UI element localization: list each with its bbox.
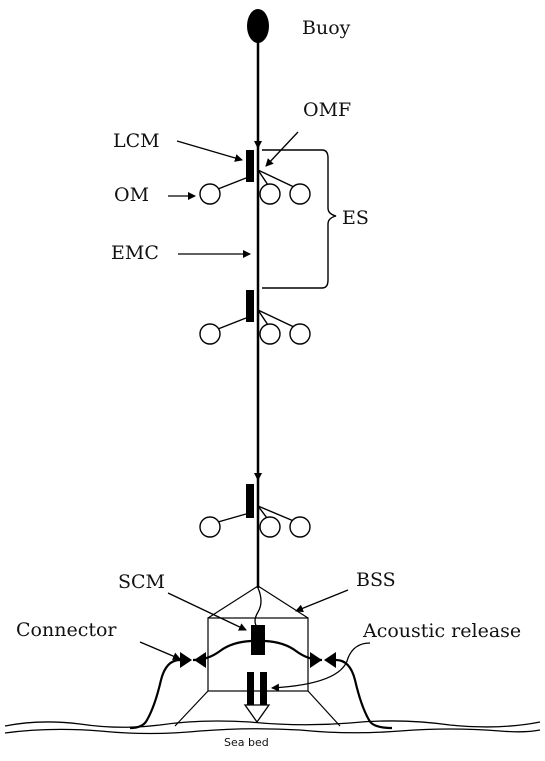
sea-bed-line — [4, 728, 541, 735]
omf-pointer — [265, 131, 299, 167]
scm-module — [251, 625, 265, 655]
optical-module — [199, 183, 221, 205]
acoustic-release-unit — [243, 672, 271, 724]
acoustic-release-label: Acoustic release — [363, 620, 522, 642]
es-bracket — [262, 149, 337, 289]
emc-label: EMC — [111, 242, 159, 264]
electronic-storey-1 — [199, 150, 311, 205]
bss-pointer — [295, 589, 349, 613]
lcm-label: LCM — [113, 130, 160, 152]
optical-module — [199, 323, 221, 345]
lcm-module — [246, 290, 254, 322]
lcm-module — [246, 484, 254, 518]
lcm-module — [246, 150, 254, 182]
lcm-pointer — [176, 140, 243, 162]
scm-label: SCM — [118, 571, 166, 593]
connector-label: Connector — [16, 619, 117, 641]
scm-pointer — [167, 592, 247, 631]
bss-label: BSS — [356, 569, 396, 591]
connector-pointer — [139, 641, 181, 660]
sea-bed-label: Sea bed — [224, 736, 269, 749]
right-connector — [310, 652, 336, 668]
bottom-string-socket — [174, 585, 341, 727]
electronic-storey-2 — [199, 290, 311, 345]
es-label: ES — [342, 207, 369, 229]
optical-module — [259, 183, 281, 205]
optical-module — [259, 516, 281, 538]
electronic-storey-3 — [199, 484, 311, 538]
acoustic-release-pointer — [271, 642, 371, 692]
buoy-shape — [247, 9, 269, 43]
omf-label: OMF — [303, 99, 352, 121]
om-label: OM — [114, 184, 150, 206]
sea-bed-line — [4, 720, 541, 728]
buoy-label: Buoy — [302, 17, 351, 39]
optical-module — [199, 516, 221, 538]
right-seabed-cable — [335, 658, 393, 730]
left-seabed-cable — [129, 658, 181, 730]
optical-module — [259, 323, 281, 345]
optical-module — [289, 323, 311, 345]
optical-module — [289, 183, 311, 205]
left-connector — [180, 652, 206, 668]
optical-module — [289, 516, 311, 538]
